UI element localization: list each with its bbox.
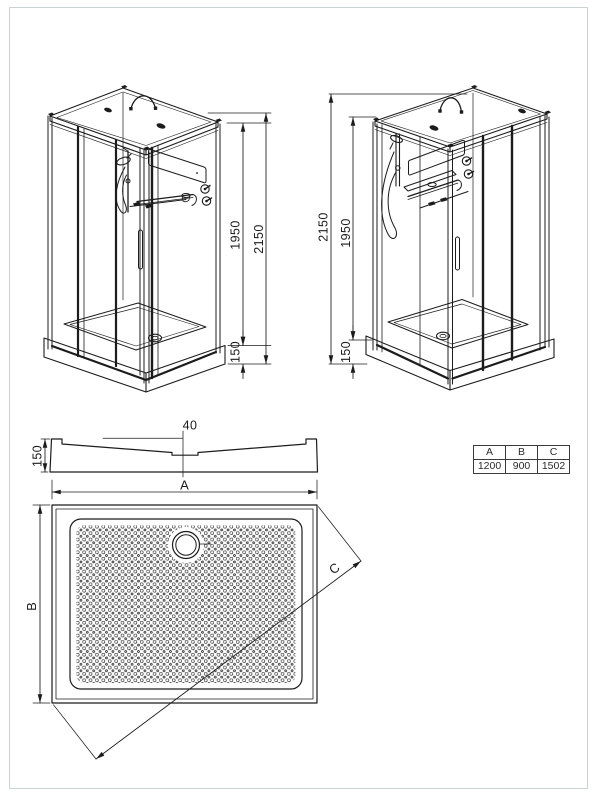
dim-profile-height-label: 150 (31, 445, 45, 467)
dimensions-left-view: 2150 1950 150 (207, 112, 272, 379)
dim-wall-height-label: 1950 (339, 218, 353, 247)
shower-rail-set (381, 133, 403, 239)
dim-depth-ref-label: B (24, 602, 39, 611)
roof-hole (104, 107, 112, 113)
roof-hose-arc (130, 95, 157, 110)
faucet-knobs (200, 184, 213, 206)
roof-corner-caps (48, 85, 222, 150)
dimension-table-header-row: A B C (473, 445, 570, 460)
dim-tray-height-label: 150 (229, 341, 243, 363)
tray-top-view: B A C (24, 504, 362, 760)
soap-cup (427, 182, 437, 187)
shower-head (390, 134, 403, 144)
tray-drain (147, 333, 163, 343)
shelf-and-bar (403, 170, 469, 209)
dim-tray-height-label: 150 (339, 341, 353, 363)
roof-hole (156, 123, 166, 129)
col-a-value: 1200 (473, 459, 506, 474)
base-tray-plinth (43, 302, 226, 393)
glass-panel-edges (381, 116, 541, 372)
roof-hole (518, 108, 526, 114)
dim-total-height-label: 2150 (317, 212, 331, 241)
roof-hose-arc (439, 97, 463, 113)
back-wall-mirror (408, 139, 465, 176)
col-b-value: 900 (505, 459, 538, 474)
faucet-knobs (461, 156, 475, 179)
shower-head (116, 156, 131, 166)
dimension-table-value-row: 1200 900 1502 (473, 459, 570, 474)
cabin-roof (48, 85, 222, 159)
back-wall-mirror (148, 148, 207, 184)
roof-hole (429, 125, 439, 131)
col-c-header: C (537, 445, 570, 460)
base-tray-plinth (365, 299, 555, 391)
profile-dimensions: 150 40 A (31, 419, 318, 500)
dimension-table: A B C 1200 900 1502 (473, 445, 570, 474)
shower-hose (115, 166, 127, 214)
anti-slip-pattern (76, 525, 296, 683)
dim-diagonal-ref-label: C (326, 560, 343, 578)
col-a-header: A (473, 445, 506, 460)
tray-profile-view: 150 40 A (31, 419, 319, 500)
col-c-value: 1502 (537, 459, 570, 474)
door-handle (138, 229, 143, 270)
cabin-iso-view-front-left: 2150 1950 150 (317, 85, 555, 391)
shower-column (115, 147, 132, 214)
cabin-iso-view-front-right: 2150 1950 150 (43, 85, 272, 393)
drain-inner-circle (175, 534, 197, 556)
shelf-and-bar (129, 193, 197, 209)
cabin-frame-posts (372, 92, 550, 385)
shower-hose (381, 151, 398, 239)
dim-total-height-label: 2150 (252, 224, 266, 253)
tray-cross-section (49, 438, 319, 473)
glass-panel-edges (76, 125, 159, 380)
dim-wall-height-label: 1950 (229, 220, 243, 249)
col-b-header: B (505, 445, 538, 460)
dim-drain-width-label: 40 (183, 419, 198, 433)
door-handle (455, 236, 460, 271)
dim-width-ref-label: A (180, 478, 189, 493)
dimensions-right-view: 2150 1950 150 (317, 93, 468, 379)
tray-drain (435, 331, 451, 341)
drain-outer-circle (171, 530, 201, 560)
